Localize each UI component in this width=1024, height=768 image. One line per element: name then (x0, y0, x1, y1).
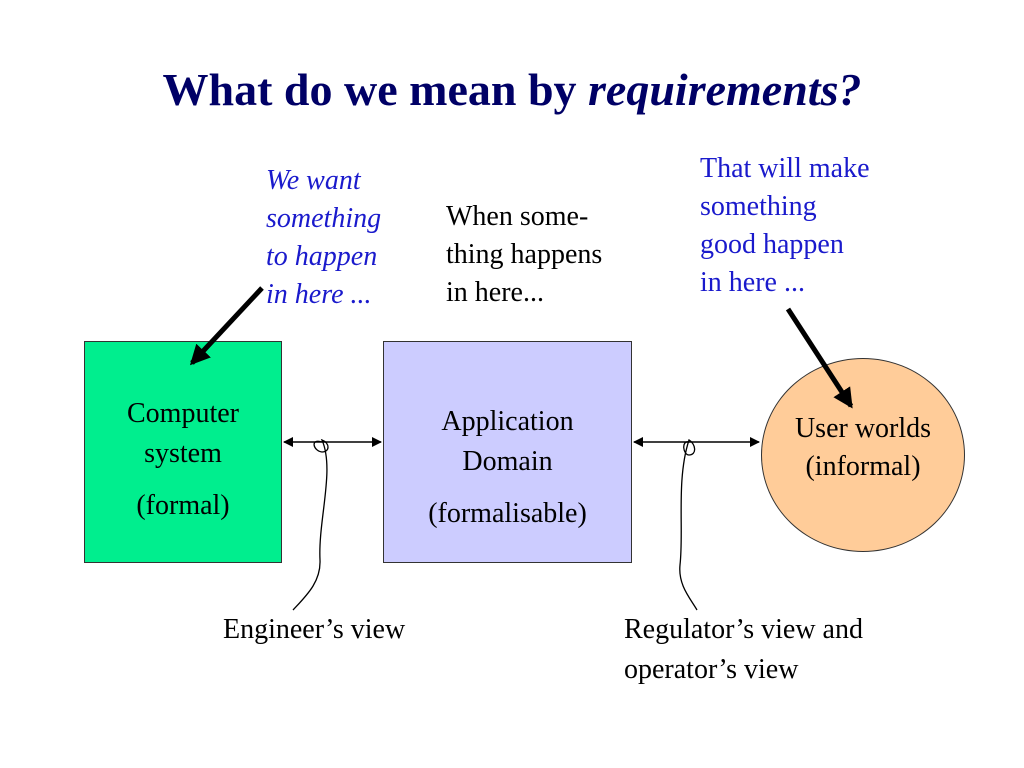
user-label-line2: (informal) (805, 451, 921, 482)
title-emphasis: requirements? (588, 64, 862, 115)
regulator-caption-line: operator’s view (624, 654, 799, 685)
engineer-callout-line (292, 438, 329, 611)
computer-label-line1: Computer (127, 398, 239, 429)
computer-sublabel: (formal) (136, 490, 230, 521)
engineer-view-caption: Engineer’s view (223, 614, 406, 645)
note-want-line: in here ... (266, 279, 372, 310)
regulator-callout-line (679, 439, 698, 611)
regulator-caption-line: Regulator’s view and (624, 614, 863, 645)
user-label-line1: User worlds (794, 413, 932, 444)
note-when-line: thing happens (446, 239, 603, 270)
note-make-line: in here ... (700, 267, 805, 298)
computer-label-line2: system (144, 438, 222, 469)
application-label-line1: Application (441, 406, 574, 437)
application-sublabel: (formalisable) (428, 498, 587, 529)
application-label-line2: Domain (462, 446, 553, 477)
note-make-line: something (700, 191, 817, 222)
note-when-line: in here... (446, 277, 544, 308)
slide-title: What do we mean by requirements? (0, 62, 1024, 117)
note-want-line: We want (266, 165, 361, 196)
title-main: What do we mean by (162, 64, 577, 115)
note-when-line: When some- (446, 201, 589, 232)
pointer-to-computer-arrow (189, 286, 264, 366)
note-make-good: That will make something good happen in … (700, 150, 870, 302)
pointer-to-user-worlds-arrow (785, 307, 854, 409)
computer-system-box: Computer system (formal) (84, 341, 282, 563)
user-worlds-circle: User worlds (informal) (761, 358, 965, 552)
note-want-something: We want something to happen in here ... (266, 162, 381, 314)
application-domain-box: Application Domain (formalisable) (383, 341, 632, 563)
note-make-line: good happen (700, 229, 844, 260)
regulator-view-caption: Regulator’s view and operator’s view (624, 610, 863, 690)
note-want-line: to happen (266, 241, 378, 272)
note-want-line: something (266, 203, 382, 234)
note-when-something: When some- thing happens in here... (446, 198, 602, 312)
note-make-line: That will make (700, 153, 870, 184)
